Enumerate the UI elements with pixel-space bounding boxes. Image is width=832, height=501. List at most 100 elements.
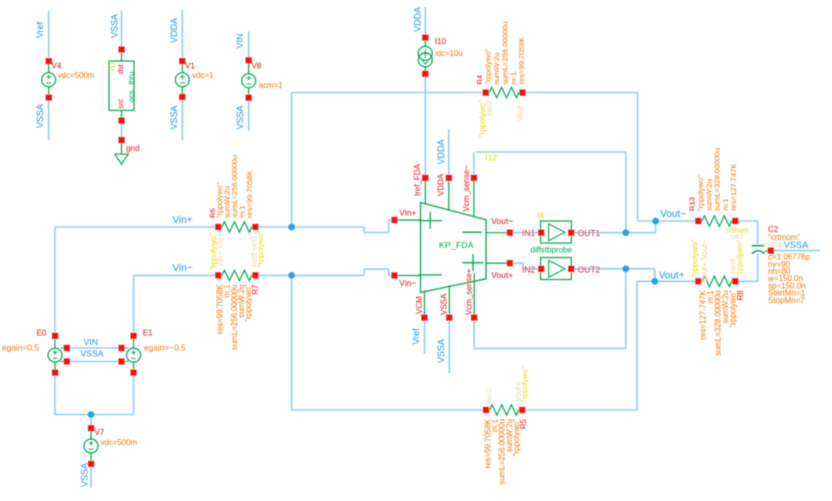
svg-text:m:1: m:1 [509, 72, 518, 85]
svg-text:dst: dst [116, 64, 125, 74]
svg-text:Vin+: Vin+ [399, 207, 416, 217]
svg-text:VSSA: VSSA [784, 240, 809, 250]
svg-text:m:1: m:1 [721, 198, 730, 211]
svg-text:sumL=328.00000u: sumL=328.00000u [713, 148, 722, 211]
svg-text:net1: net1 [485, 100, 494, 115]
svg-text:acm=1: acm=1 [259, 81, 283, 90]
svg-text:Vout+: Vout+ [491, 270, 513, 280]
svg-text:Iref_FDA: Iref_FDA [413, 163, 422, 196]
svg-text:V1: V1 [185, 62, 195, 71]
svg-text:Vin−: Vin− [173, 263, 193, 274]
svg-text:sumW:2u: sumW:2u [237, 285, 246, 318]
svg-text:V7: V7 [95, 428, 105, 437]
svg-text:VSSA: VSSA [35, 104, 45, 128]
svg-text:sumL=256.00000u: sumL=256.00000u [230, 285, 239, 351]
svg-text:idc=10u: idc=10u [435, 49, 463, 58]
svg-text:Vout−: Vout− [491, 216, 513, 226]
svg-text:IN2: IN2 [522, 264, 536, 274]
svg-text:crtmom: crtmom [725, 227, 749, 234]
svg-text:Vcm_sense−: Vcm_sense− [462, 165, 471, 212]
svg-text:res=99.7058K: res=99.7058K [517, 37, 526, 85]
svg-text:diffstbprobe: diffstbprobe [530, 245, 572, 254]
svg-text:VSSA: VSSA [109, 14, 119, 38]
svg-text:Vout+ Vout−: Vout+ Vout− [700, 239, 709, 282]
svg-text:VSSA: VSSA [436, 339, 446, 363]
svg-text:net8: net8 [728, 258, 737, 273]
svg-text:res=99.7058K: res=99.7058K [216, 284, 225, 334]
svg-text:VSSA: VSSA [169, 105, 179, 129]
svg-text:sumW:2u: sumW:2u [505, 419, 514, 452]
svg-text:Vout+: Vout+ [659, 270, 685, 281]
svg-text:"rppolywo": "rppolywo" [215, 182, 224, 218]
svg-text:Vcm_sense+: Vcm_sense+ [465, 268, 474, 315]
svg-text:KP_FDA: KP_FDA [439, 240, 474, 250]
svg-text:Vout+: Vout+ [513, 382, 522, 402]
svg-text:sumW:2u: sumW:2u [492, 53, 501, 85]
svg-text:"rppolywo": "rppolywo" [512, 419, 521, 456]
svg-text:VIN: VIN [235, 33, 245, 48]
svg-text:V8: V8 [252, 62, 262, 71]
svg-text:sumL=328.00000u: sumL=328.00000u [713, 290, 722, 356]
svg-text:ocs: ocs [127, 90, 136, 102]
svg-text:VSSA: VSSA [81, 349, 104, 359]
svg-text:R13: R13 [688, 197, 697, 211]
svg-text:"crtmom": "crtmom" [768, 233, 800, 242]
svg-text:net7: net7 [730, 234, 744, 241]
svg-text:sumW:2u: sumW:2u [721, 290, 730, 323]
svg-text:VSSA: VSSA [439, 293, 448, 315]
svg-text:"rppolywo": "rppolywo" [209, 233, 218, 270]
svg-text:nv=90: nv=90 [768, 260, 791, 269]
svg-text:sumL=256.00000u: sumL=256.00000u [498, 419, 507, 485]
svg-text:Vout−: Vout− [660, 209, 686, 220]
svg-text:egain=0.5: egain=0.5 [2, 342, 39, 352]
svg-text:E1: E1 [143, 329, 153, 338]
svg-text:R8: R8 [736, 290, 745, 301]
svg-text:VIN: VIN [84, 337, 98, 347]
svg-text:vdc=500m: vdc=500m [58, 71, 95, 80]
svg-text:Vref: Vref [35, 21, 45, 38]
svg-text:net2 net1: net2 net1 [250, 235, 259, 267]
svg-text:Vout−: Vout− [515, 101, 524, 122]
svg-text:sumW:2u: sumW:2u [704, 179, 713, 211]
svg-text:"rppolywo": "rppolywo" [696, 175, 705, 211]
svg-text:c=1.06776p: c=1.06776p [768, 253, 811, 262]
svg-text:R5: R5 [519, 418, 528, 429]
svg-text:Vin+: Vin+ [173, 215, 193, 226]
svg-text:sumL=256.00000u: sumL=256.00000u [230, 155, 239, 218]
svg-text:VSSA: VSSA [235, 105, 245, 129]
svg-text:m:1: m:1 [223, 285, 232, 298]
svg-text:VSSA: VSSA [80, 463, 90, 487]
svg-text:res=127.747K: res=127.747K [698, 290, 707, 340]
svg-text:E0: E0 [37, 329, 47, 338]
svg-text:sumL=256.00000u: sumL=256.00000u [500, 21, 509, 84]
svg-text:sp=150.0n: sp=150.0n [768, 281, 806, 290]
svg-text:Vin− Vin+: Vin− Vin+ [216, 233, 225, 267]
svg-text:"rppolywo": "rppolywo" [520, 366, 529, 402]
svg-text:VDDA: VDDA [169, 18, 179, 43]
svg-text:thru: thru [127, 72, 136, 85]
svg-text:gnd: gnd [126, 144, 139, 153]
svg-text:VDDA: VDDA [412, 7, 422, 32]
svg-text:IN1: IN1 [522, 228, 536, 238]
svg-text:res=99.7058K: res=99.7058K [484, 418, 493, 468]
svg-text:vdc=500m: vdc=500m [101, 438, 138, 447]
svg-text:VDDA: VDDA [436, 139, 446, 164]
svg-text:m:1: m:1 [706, 290, 715, 303]
svg-text:w=150.0n: w=150.0n [767, 274, 803, 283]
svg-text:OUT1: OUT1 [578, 228, 601, 238]
svg-text:"rppolywo": "rppolywo" [244, 284, 253, 321]
svg-text:VSSA: VSSA [762, 240, 782, 249]
svg-text:"rppolywo": "rppolywo" [728, 290, 737, 327]
svg-text:"rppolywo": "rppolywo" [735, 240, 744, 276]
svg-text:Vref: Vref [411, 328, 421, 345]
svg-text:I10: I10 [435, 37, 447, 46]
svg-text:C2: C2 [768, 225, 779, 234]
svg-text:V4: V4 [52, 62, 62, 71]
svg-text:OUT2: OUT2 [578, 264, 601, 274]
svg-text:VCM: VCM [415, 296, 424, 314]
svg-text:m:1: m:1 [491, 419, 500, 432]
svg-text:I12: I12 [485, 152, 497, 162]
svg-text:"rppolywo": "rppolywo" [690, 239, 699, 276]
svg-text:VDDA: VDDA [437, 173, 446, 196]
svg-text:Vin−: Vin− [399, 278, 416, 288]
